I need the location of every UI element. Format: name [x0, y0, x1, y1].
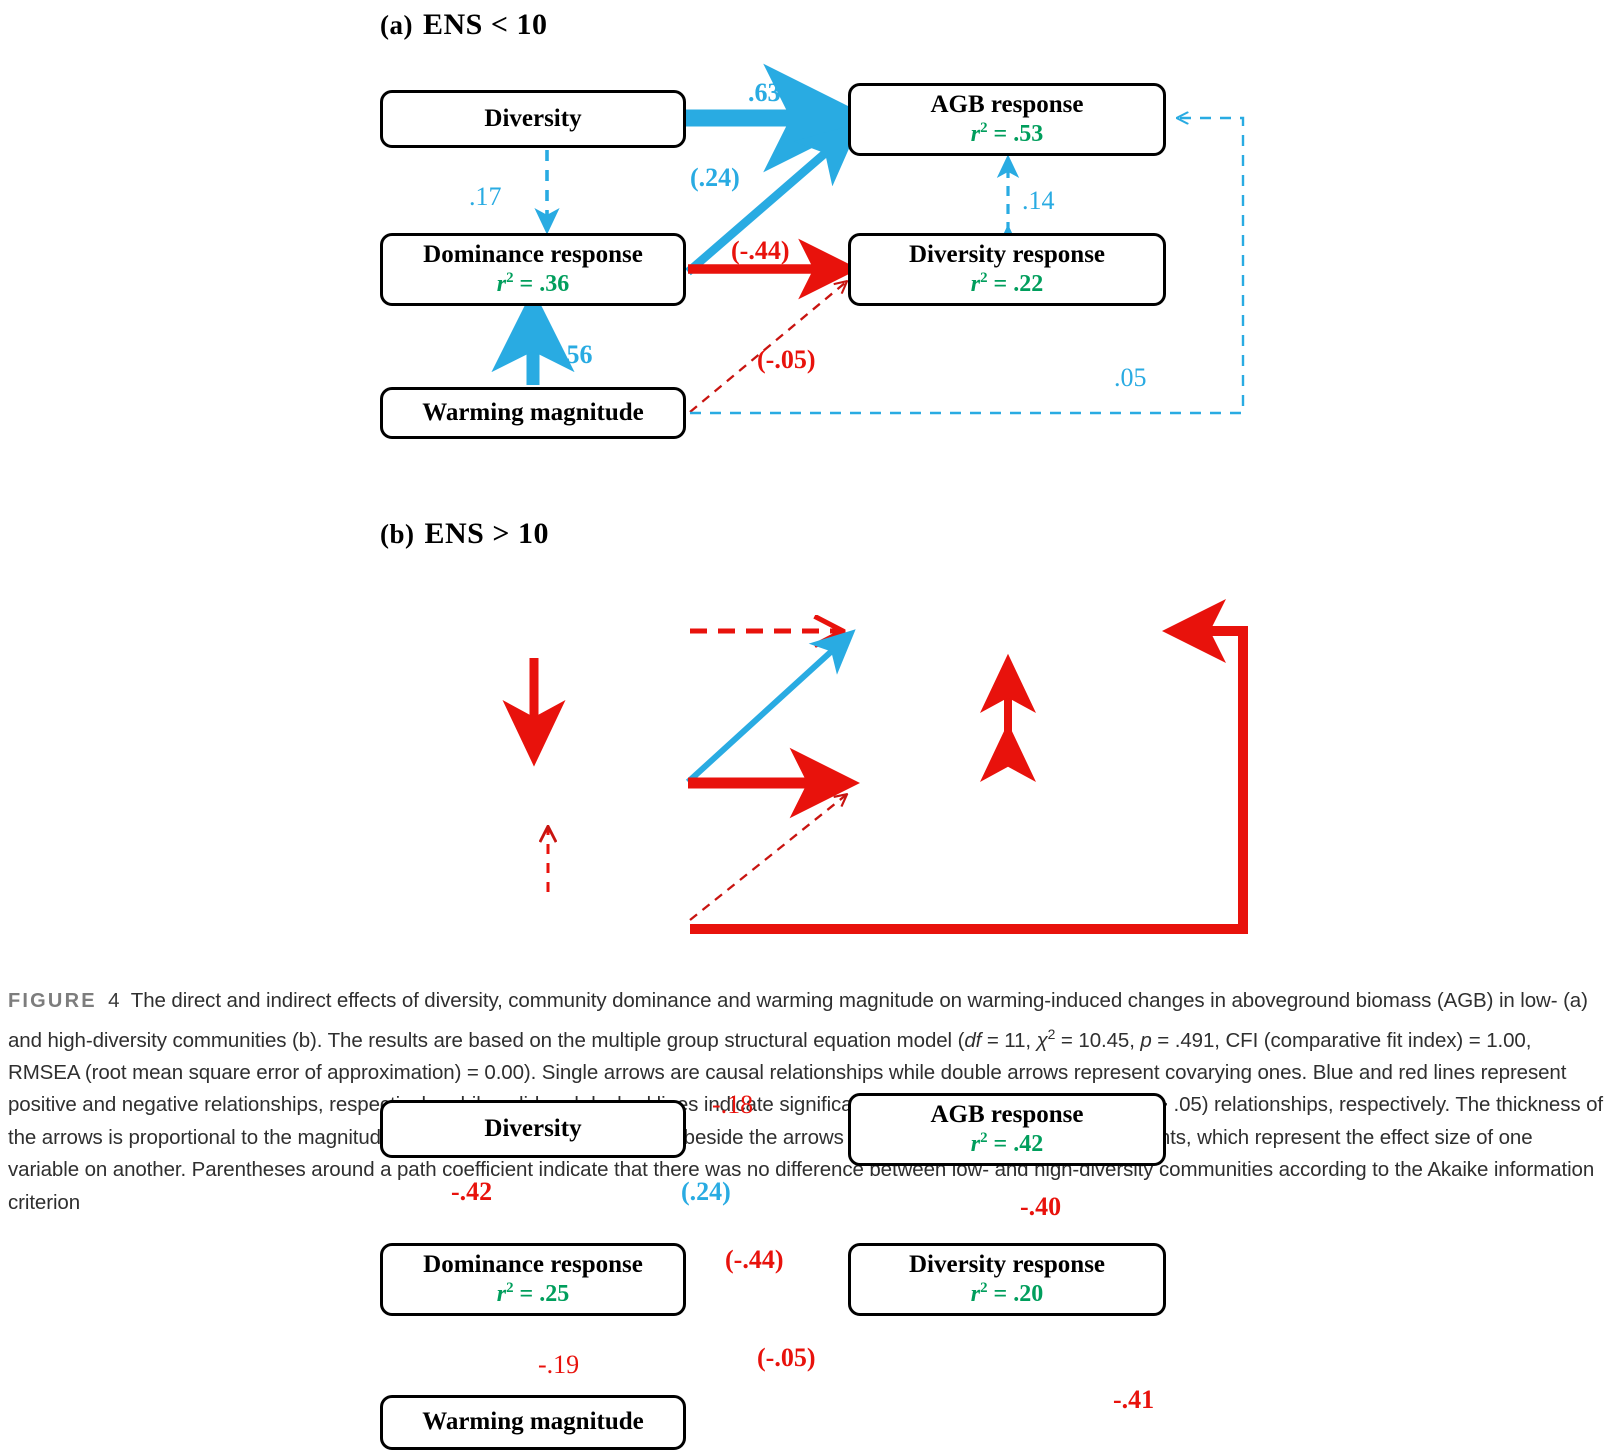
node-b-dominance-response-label: Dominance response — [423, 1251, 643, 1279]
node-a-agb-response-label: AGB response — [930, 91, 1084, 119]
node-a-diversity-response-label: Diversity response — [908, 241, 1106, 269]
node-a-warming-magnitude-label: Warming magnitude — [422, 398, 644, 426]
coef-b-dominance-to-agb: (.24) — [681, 1177, 731, 1206]
node-b-agb-response[interactable]: AGB response r2 = .42 — [848, 1093, 1166, 1166]
caption-df-value: = 11, — [981, 1028, 1037, 1052]
node-a-diversity-response[interactable]: Diversity response r2 = .22 — [848, 233, 1166, 306]
panel-a-title-text: ENS < 10 — [422, 8, 548, 41]
coef-a-diversity-to-agb: .63 — [748, 78, 781, 107]
coef-b-warming-to-dominance: -.19 — [538, 1350, 580, 1379]
panel-b-title: (b) ENS > 10 — [380, 517, 549, 551]
node-b-agb-response-r2: r2 = .42 — [970, 1129, 1044, 1157]
node-b-warming-magnitude[interactable]: Warming magnitude — [380, 1395, 686, 1450]
caption-figure-number: 4 — [108, 989, 120, 1012]
panel-a: (a) ENS < 10 — [0, 0, 1610, 490]
panel-a-tag: (a) — [380, 10, 413, 40]
node-b-agb-response-label: AGB response — [930, 1101, 1084, 1129]
node-b-diversity[interactable]: Diversity — [380, 1100, 686, 1158]
caption-p-symbol: p — [1140, 1028, 1152, 1052]
coef-b-diversity-to-dominance: -.42 — [451, 1177, 493, 1206]
node-a-dominance-response[interactable]: Dominance response r2 = .36 — [380, 233, 686, 306]
node-b-dominance-response-r2: r2 = .25 — [496, 1279, 570, 1307]
path-a-warming-to-agb — [690, 118, 1245, 415]
coef-b-dominance-to-diversity-response: (-.44) — [725, 1245, 784, 1274]
caption-chi-exponent: 2 — [1047, 1025, 1056, 1042]
coef-b-diversity-to-agb: -.18 — [712, 1090, 754, 1119]
panel-b-tag: (b) — [380, 519, 415, 549]
path-b-dominance-to-agb — [685, 629, 856, 785]
node-a-dominance-response-r2: r2 = .36 — [496, 269, 570, 297]
node-a-diversity[interactable]: Diversity — [380, 90, 686, 148]
node-b-diversity-response[interactable]: Diversity response r2 = .20 — [848, 1243, 1166, 1316]
node-a-dominance-response-label: Dominance response — [423, 241, 643, 269]
path-a-warming-to-diversity-response — [689, 282, 846, 413]
caption-df-symbol: df — [964, 1028, 982, 1052]
caption-sentence-1: The direct and indirect effects of diver… — [8, 989, 1588, 1052]
coef-a-diversity-to-dominance: .17 — [469, 182, 502, 211]
caption-figure-label: FIGURE — [8, 990, 97, 1012]
node-b-dominance-response[interactable]: Dominance response r2 = .25 — [380, 1243, 686, 1316]
coef-a-warming-to-diversity-response: (-.05) — [757, 345, 816, 374]
node-b-diversity-response-r2: r2 = .20 — [970, 1279, 1044, 1307]
coef-a-dominance-to-diversity-response: (-.44) — [731, 236, 790, 265]
node-b-warming-magnitude-label: Warming magnitude — [422, 1408, 644, 1436]
coef-b-agb-diversity-response-covary: -.40 — [1020, 1192, 1062, 1221]
path-b-warming-to-diversity-response — [689, 795, 846, 921]
node-a-diversity-label: Diversity — [484, 104, 582, 132]
node-a-agb-response-r2: r2 = .53 — [970, 119, 1044, 147]
node-a-diversity-response-r2: r2 = .22 — [970, 269, 1044, 297]
coef-b-warming-to-agb: -.41 — [1113, 1385, 1155, 1414]
coef-a-warming-to-agb: .05 — [1114, 363, 1147, 392]
path-b-warming-to-agb — [690, 599, 1248, 934]
node-b-diversity-label: Diversity — [484, 1114, 582, 1142]
panel-a-title: (a) ENS < 10 — [380, 8, 547, 42]
coef-b-warming-to-diversity-response: (-.05) — [757, 1343, 816, 1372]
caption-chi-symbol: χ — [1036, 1028, 1048, 1052]
panel-b-paths — [502, 599, 1248, 934]
panel-b: (b) ENS > 10 — [0, 495, 1610, 1450]
coef-a-warming-to-dominance: .56 — [560, 340, 593, 369]
node-b-diversity-response-label: Diversity response — [908, 1251, 1106, 1279]
panel-b-title-text: ENS > 10 — [424, 517, 549, 550]
node-a-agb-response[interactable]: AGB response r2 = .53 — [848, 83, 1166, 156]
coef-a-dominance-to-agb: (.24) — [690, 163, 740, 192]
caption-chi-value: = 10.45, — [1055, 1028, 1141, 1052]
figure-caption: FIGURE 4 The direct and indirect effects… — [8, 985, 1603, 1219]
coef-a-agb-diversity-response-covary: .14 — [1022, 186, 1055, 215]
panel-a-paths — [491, 63, 1245, 415]
path-a-dominance-to-agb — [685, 122, 861, 276]
node-a-warming-magnitude[interactable]: Warming magnitude — [380, 387, 686, 439]
